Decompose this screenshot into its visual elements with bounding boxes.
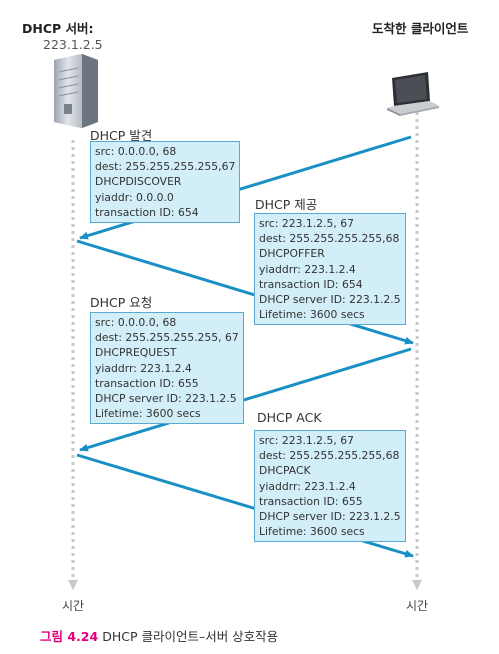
discover-line: dest: 255.255.255.255,67 [95,160,236,174]
request-line: transaction ID: 655 [95,376,199,390]
offer-line: dest: 255.255.255.255,68 [259,232,400,246]
figure-caption-text: DHCP 클라이언트–서버 상호작용 [102,629,279,644]
ack-line: yiaddrr: 223.1.2.4 [259,479,356,493]
discover-line: src: 0.0.0.0, 68 [95,145,177,158]
offer-line: Lifetime: 3600 secs [259,308,365,322]
request-line: DHCP server ID: 223.1.2.5 [95,392,237,406]
ack-line: src: 223.1.2.5, 67 [259,434,354,447]
figure-number: 그림 4.24 [40,629,99,644]
discover-line: yiaddr: 0.0.0.0 [95,190,174,204]
request-title: DHCP 요청 [90,295,153,310]
discover-box: src: 0.0.0.0, 68 dest: 255.255.255.255,6… [90,141,241,224]
ack-line: dest: 255.255.255.255,68 [259,449,400,463]
client-title: 도착한 클라이언트 [372,21,469,36]
request-box: src: 0.0.0.0, 68 dest: 255.255.255.255, … [90,312,244,425]
laptop-icon [387,72,439,116]
server-time-label: 시간 [62,599,85,613]
request-line: yiaddrr: 223.1.2.4 [95,361,192,375]
offer-line: DHCP server ID: 223.1.2.5 [259,293,401,307]
offer-box: src: 223.1.2.5, 67 dest: 255.255.255.255… [254,213,406,326]
ack-box: src: 223.1.2.5, 67 dest: 255.255.255.255… [254,430,406,543]
offer-line: src: 223.1.2.5, 67 [259,217,354,230]
request-line: src: 0.0.0.0, 68 [95,316,177,329]
offer-line: DHCPOFFER [259,247,325,261]
ack-title: DHCP ACK [257,410,322,425]
ack-line: transaction ID: 655 [259,494,363,508]
offer-line: yiaddrr: 223.1.2.4 [259,262,356,276]
request-line: DHCPREQUEST [95,346,177,360]
discover-line: DHCPDISCOVER [95,175,182,189]
server-title: DHCP 서버: [22,21,94,36]
offer-arrow [76,239,414,345]
request-line: Lifetime: 3600 secs [95,407,201,421]
client-time-label: 시간 [406,599,429,613]
ack-line: DHCP server ID: 223.1.2.5 [259,510,401,524]
request-arrow [79,347,412,452]
ack-line: DHCPACK [259,464,311,478]
offer-title: DHCP 제공 [255,197,318,212]
server-icon [54,54,98,128]
figure-caption: 그림 4.24 DHCP 클라이언트–서버 상호작용 [40,626,278,645]
request-line: dest: 255.255.255.255, 67 [95,331,239,345]
discover-title: DHCP 발견 [90,128,153,143]
offer-line: transaction ID: 654 [259,277,363,291]
server-ip: 223.1.2.5 [43,37,103,52]
ack-line: Lifetime: 3600 secs [259,525,365,539]
discover-line: transaction ID: 654 [95,205,199,219]
